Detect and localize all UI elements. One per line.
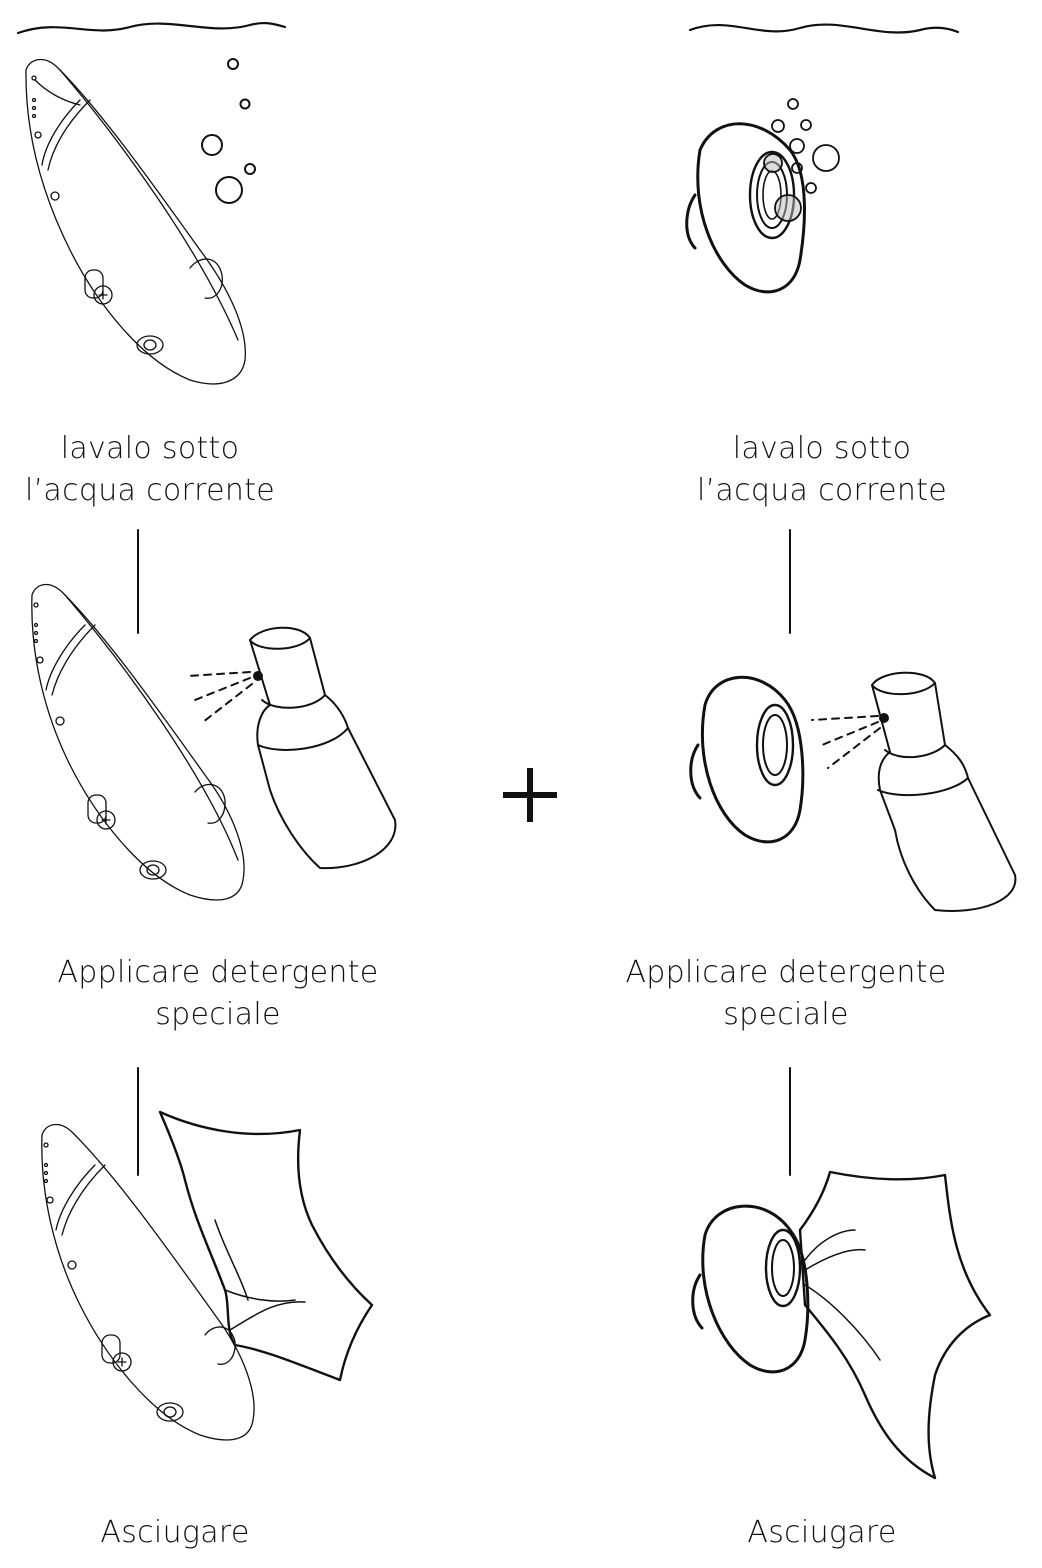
spray-mist-icon: [811, 715, 881, 769]
toy-body-icon: [25, 58, 246, 385]
caption-rinse-left: lavalo sotto l’acqua corrente: [0, 428, 300, 512]
caption-line: speciale: [723, 997, 849, 1032]
caption-line: Applicare detergente: [625, 955, 947, 990]
toy-body-icon: [41, 1123, 255, 1441]
caption-clean-left: Applicare detergente speciale: [18, 952, 418, 1036]
spray-bottle-icon: [249, 626, 397, 870]
caption-line: l’acqua corrente: [696, 473, 948, 508]
caption-clean-right: Applicare detergente speciale: [586, 952, 986, 1036]
caption-line: Applicare detergente: [57, 955, 379, 990]
bubbles-icon: [201, 58, 256, 204]
toy-head-icon: [691, 1204, 810, 1374]
toy-body-icon: [31, 583, 245, 901]
caption-dry-right: Asciugare: [722, 1512, 922, 1554]
caption-line: Asciugare: [747, 1515, 897, 1550]
caption-line: lavalo sotto: [732, 431, 912, 466]
caption-line: l’acqua corrente: [24, 473, 276, 508]
cloth-icon: [158, 1110, 374, 1382]
toy-head-icon: [689, 675, 805, 844]
water-surface-icon: [688, 23, 960, 34]
caption-dry-left: Asciugare: [75, 1512, 275, 1554]
water-surface-icon: [16, 21, 287, 35]
cloth-icon: [798, 1170, 992, 1480]
bubbles-icon: [763, 98, 840, 222]
toy-head-icon: [685, 122, 806, 294]
plus-icon: [497, 762, 563, 828]
connector-line: [137, 529, 791, 1176]
caption-line: lavalo sotto: [60, 431, 240, 466]
caption-line: speciale: [155, 997, 281, 1032]
spray-mist-icon: [187, 671, 253, 723]
caption-rinse-right: lavalo sotto l’acqua corrente: [672, 428, 972, 512]
spray-bottle-icon: [871, 671, 1017, 912]
caption-line: Asciugare: [100, 1515, 250, 1550]
